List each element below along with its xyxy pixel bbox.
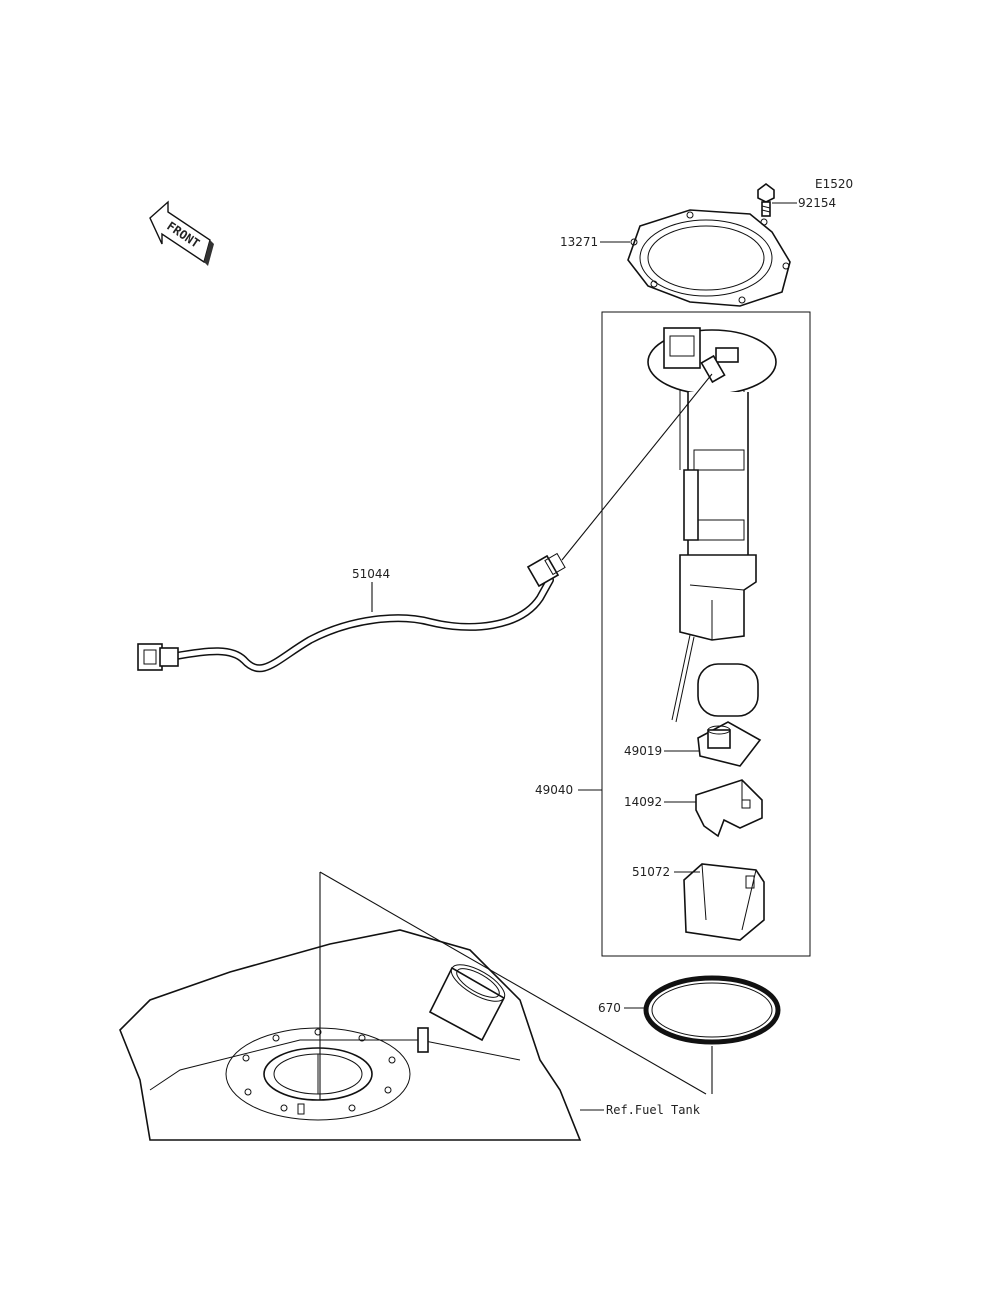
callout-670[interactable]: 670 [598,1001,621,1015]
holder-part[interactable] [683,863,765,941]
callout-13271[interactable]: 13271 [560,235,598,249]
callout-92154[interactable]: 92154 [798,196,836,210]
hose-connector-leader [561,373,713,561]
callout-49019[interactable]: 49019 [624,744,662,758]
fuel-hose-part[interactable] [137,552,566,673]
callout-51044[interactable]: 51044 [352,567,390,581]
front-arrow-icon: FRONT [149,200,214,266]
gasket-plate-part[interactable] [627,209,791,307]
tank-to-ring-leader [319,871,707,1095]
bolt-part[interactable] [757,183,775,217]
cover-part[interactable] [695,779,763,838]
callout-51072[interactable]: 51072 [632,865,670,879]
callout-14092[interactable]: 14092 [624,795,662,809]
figure-code: E1520 [815,177,853,191]
callout-fuel-tank[interactable]: Ref.Fuel Tank [606,1103,701,1117]
o-ring-part[interactable] [643,975,781,1045]
callout-49040[interactable]: 49040 [535,783,573,797]
fuel-tank-part[interactable] [119,929,582,1141]
pump-assy-frame [601,311,811,957]
fuel-pump-part[interactable] [647,327,777,723]
strainer-part[interactable] [697,721,762,767]
